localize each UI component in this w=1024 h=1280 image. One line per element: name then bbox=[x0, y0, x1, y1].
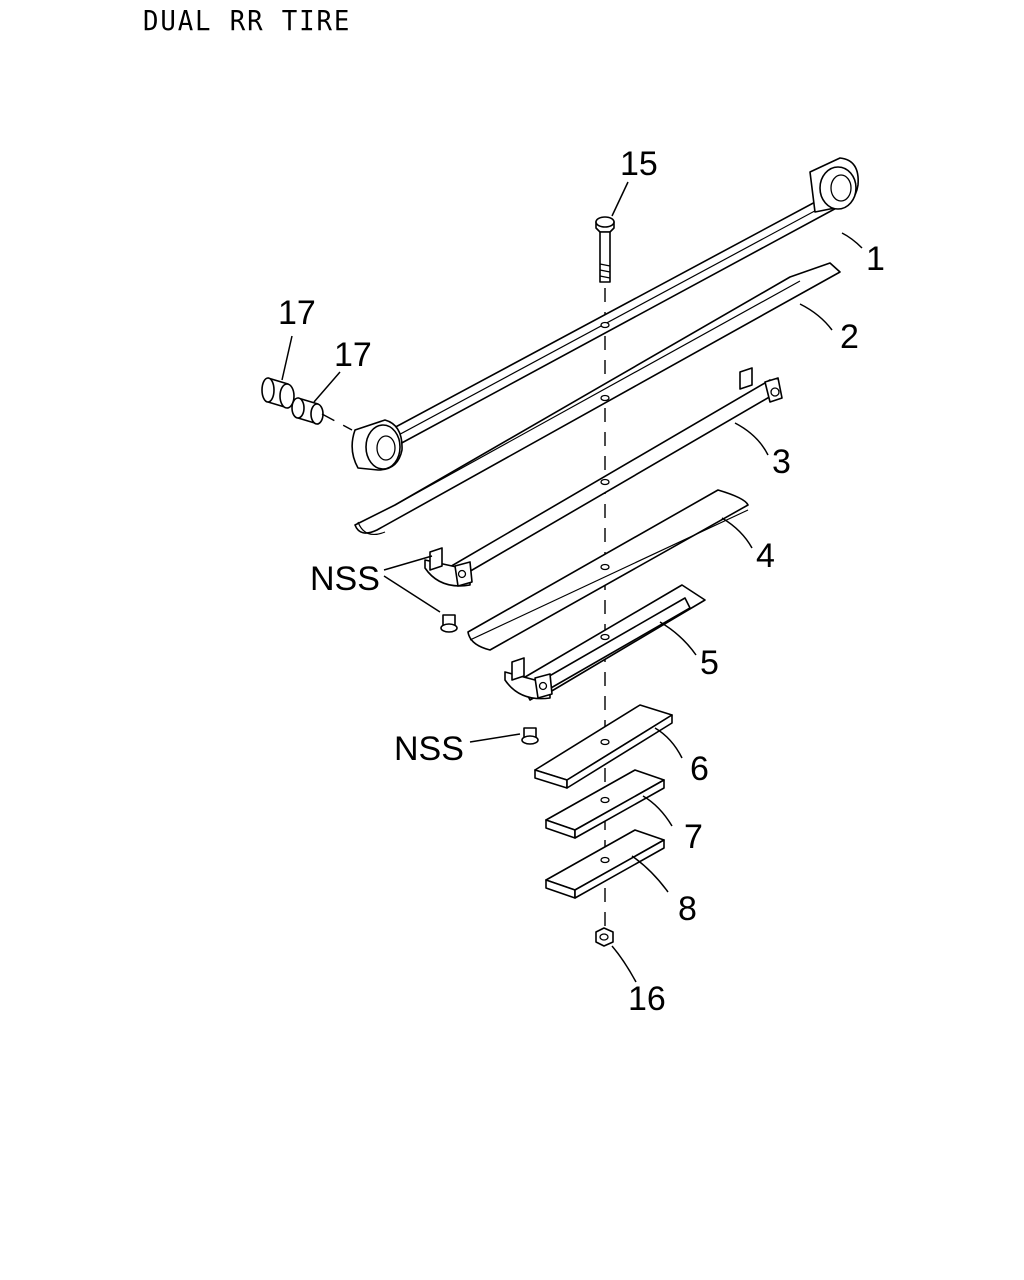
leaf-4 bbox=[467, 489, 749, 651]
leader-5 bbox=[659, 621, 697, 656]
leader-16 bbox=[611, 945, 637, 983]
leader-nss1 bbox=[383, 555, 441, 613]
callout-nss-lower: NSS bbox=[394, 730, 464, 768]
bushing-inner bbox=[291, 397, 353, 431]
callout-nss-upper: NSS bbox=[310, 560, 380, 598]
leader-17a bbox=[281, 335, 293, 381]
leader-nss2 bbox=[469, 733, 521, 743]
center-bolt-nut bbox=[595, 927, 614, 947]
callout-16: 16 bbox=[628, 980, 666, 1018]
second-leaf bbox=[354, 262, 841, 535]
rivet-lower bbox=[521, 727, 539, 745]
callout-2: 2 bbox=[840, 318, 859, 356]
callout-8: 8 bbox=[678, 890, 697, 928]
callout-1: 1 bbox=[866, 240, 885, 278]
rivet-upper bbox=[440, 614, 458, 633]
leader-7 bbox=[642, 795, 673, 827]
leader-1 bbox=[841, 232, 863, 249]
callout-17-outer: 17 bbox=[278, 294, 316, 332]
callout-5: 5 bbox=[700, 644, 719, 682]
callout-7: 7 bbox=[684, 818, 703, 856]
leader-3 bbox=[734, 422, 769, 456]
page-title: DUAL RR TIRE bbox=[143, 4, 352, 37]
clip-leaf-upper bbox=[424, 367, 783, 587]
clip-leaf-lower bbox=[504, 597, 691, 701]
leader-2 bbox=[799, 303, 833, 331]
spacer-plate-7 bbox=[545, 769, 665, 839]
callout-6: 6 bbox=[690, 750, 709, 788]
callout-15: 15 bbox=[620, 145, 658, 183]
leader-8 bbox=[631, 855, 669, 893]
leader-4 bbox=[721, 517, 753, 549]
callout-17-inner: 17 bbox=[334, 336, 372, 374]
center-bolt bbox=[595, 216, 615, 283]
spacer-plate-8 bbox=[545, 829, 665, 899]
callout-3: 3 bbox=[772, 443, 791, 481]
leader-15 bbox=[611, 181, 629, 217]
callout-4: 4 bbox=[756, 537, 775, 575]
spacer-plate-6 bbox=[534, 704, 673, 789]
main-leaf-spring bbox=[351, 157, 859, 471]
leader-6 bbox=[654, 727, 683, 759]
leader-17b bbox=[313, 371, 341, 403]
bushing-outer bbox=[261, 377, 295, 409]
